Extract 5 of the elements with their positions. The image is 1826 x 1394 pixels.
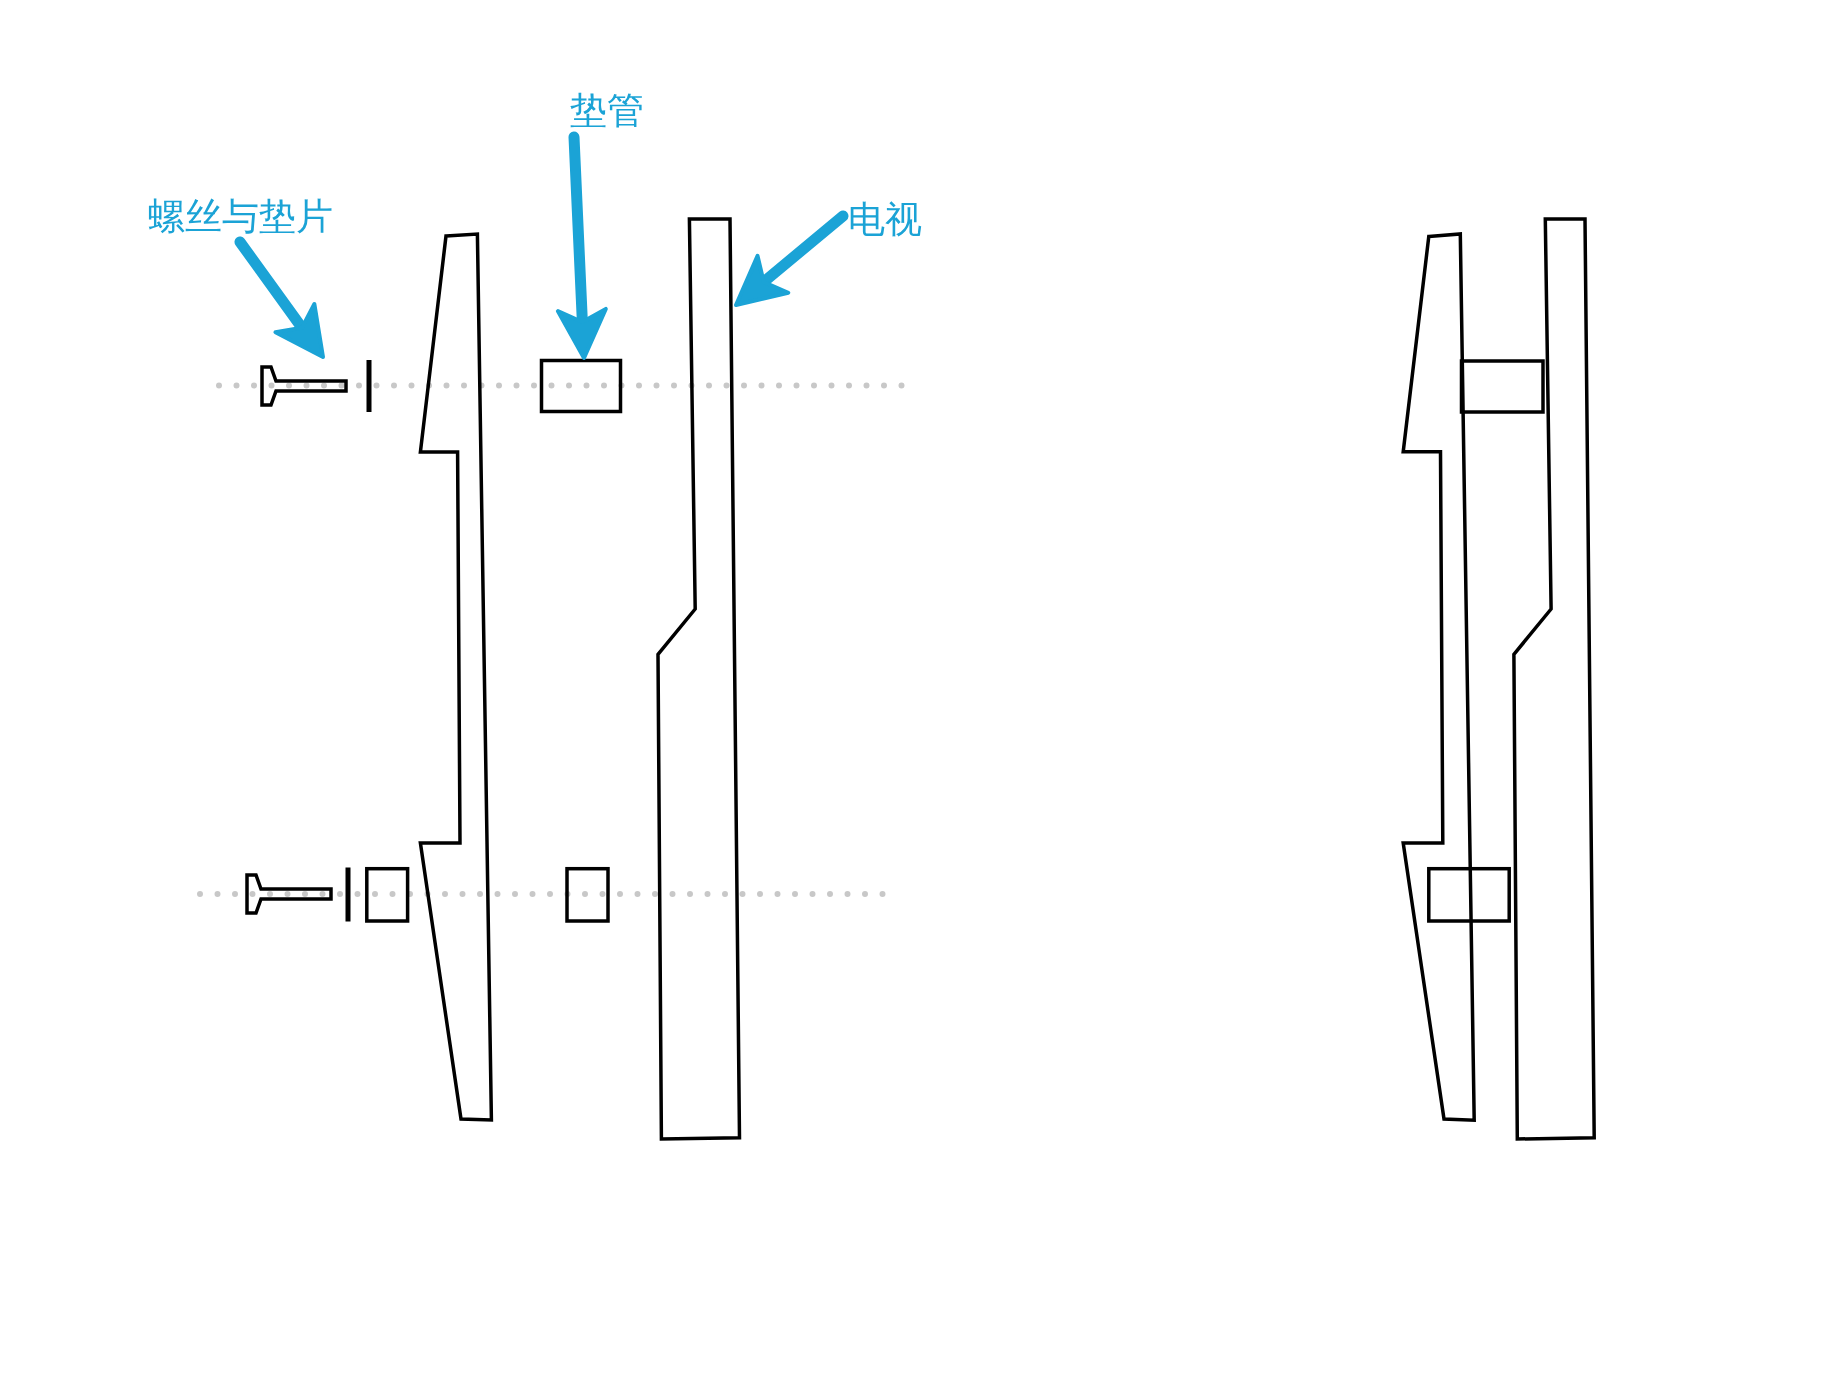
spacer-tube — [539, 358, 623, 414]
tv-panel — [654, 215, 744, 1143]
callout-label: 螺丝与垫片 — [148, 196, 333, 239]
callout-label: 垫管 — [570, 90, 644, 133]
callout-label: 电视 — [848, 199, 922, 242]
